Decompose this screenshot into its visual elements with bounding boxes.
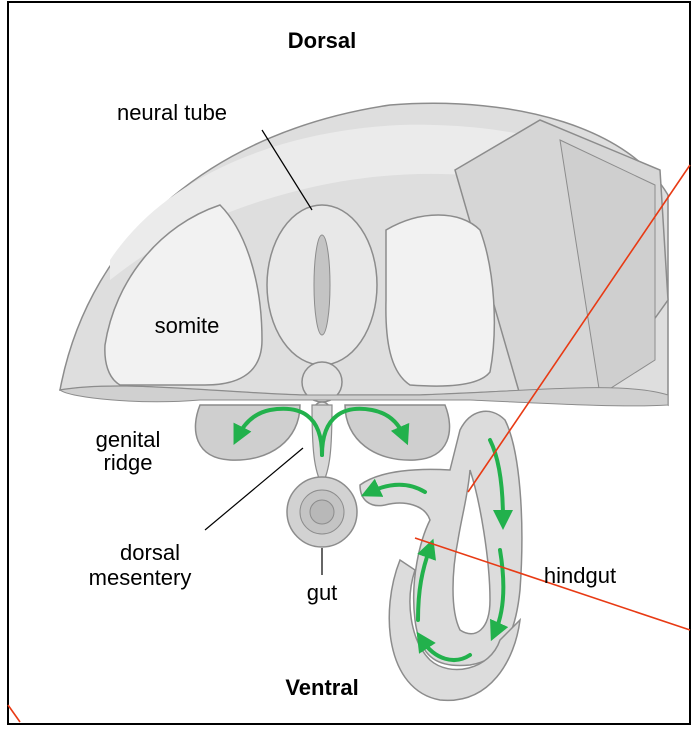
- hindgut-label: hindgut: [544, 563, 616, 588]
- neural-tube: [267, 205, 377, 365]
- gut-label: gut: [307, 580, 338, 605]
- gut: [287, 477, 357, 547]
- genital-ridge-label-line1: genital: [96, 427, 161, 452]
- genital-ridge-label-line2: ridge: [104, 450, 153, 475]
- dorsal-label: Dorsal: [288, 28, 356, 53]
- dorsal-mesentery-label-line1: dorsal: [120, 540, 180, 565]
- somite-label: somite: [155, 313, 220, 338]
- somite-right: [386, 215, 494, 386]
- neural-tube-label: neural tube: [117, 100, 227, 125]
- ventral-label: Ventral: [285, 675, 358, 700]
- dorsal-mesentery-label-line2: mesentery: [89, 565, 192, 590]
